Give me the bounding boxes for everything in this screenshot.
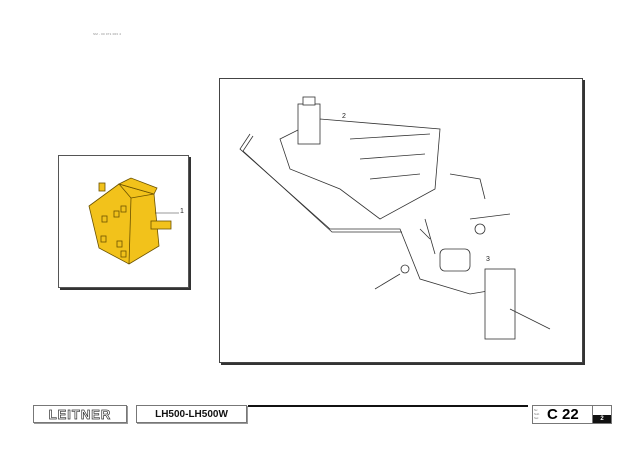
sub-labels: Sv Sub Sel	[533, 406, 545, 423]
page-code-box: Sv Sub Sel C 22 2	[532, 405, 612, 424]
assembly-diagram-box: 2 3	[219, 78, 583, 363]
sheet-number-box: 2	[592, 406, 611, 423]
page-code: C 22	[547, 406, 579, 423]
callout-2: 2	[342, 113, 346, 120]
sub-label: Sel	[534, 416, 539, 420]
sheet-number: 2	[593, 415, 611, 423]
assembly-illustration	[239, 96, 551, 340]
part-detail-box: 1	[58, 155, 189, 288]
footer-divider	[248, 405, 528, 407]
callout-1: 1	[180, 208, 184, 215]
model-label: LH500-LH500W	[136, 405, 247, 423]
sub-label: Sub	[534, 412, 540, 416]
sub-label: Sv	[534, 408, 538, 412]
relay-box-illustration	[88, 177, 179, 265]
brand-logo: LEITNER	[33, 405, 127, 423]
document-reference: SM - 00 071 003 4	[93, 32, 122, 36]
callout-3: 3	[486, 256, 490, 263]
